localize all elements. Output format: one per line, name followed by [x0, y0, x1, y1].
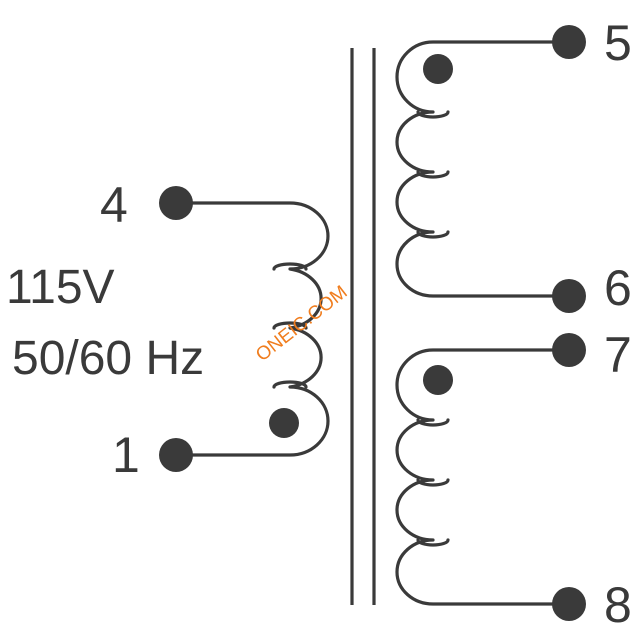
pin-4-label: 4 [100, 177, 128, 233]
pin-1-terminal [159, 438, 193, 472]
secondary-upper-winding [395, 40, 571, 298]
primary-winding [174, 201, 330, 457]
watermark-text: ONEIC.COM [252, 282, 351, 366]
primary-polarity-dot [269, 408, 299, 438]
pin-5-label: 5 [604, 15, 632, 71]
secondary-lower-polarity-dot [423, 365, 453, 395]
pin-4-terminal [159, 186, 193, 220]
secondary-lower-winding [395, 348, 571, 606]
voltage-label: 115V [6, 261, 115, 314]
frequency-label: 50/60 Hz [12, 332, 204, 385]
pin-8-label: 8 [604, 577, 632, 633]
secondary-upper-polarity-dot [423, 54, 453, 84]
pin-7-label: 7 [604, 327, 632, 383]
pin-7-terminal [552, 333, 586, 367]
pin-8-terminal [552, 587, 586, 621]
pin-1-label: 1 [112, 427, 140, 483]
pin-6-label: 6 [604, 260, 632, 316]
pin-6-terminal [552, 279, 586, 313]
pin-5-terminal [552, 25, 586, 59]
